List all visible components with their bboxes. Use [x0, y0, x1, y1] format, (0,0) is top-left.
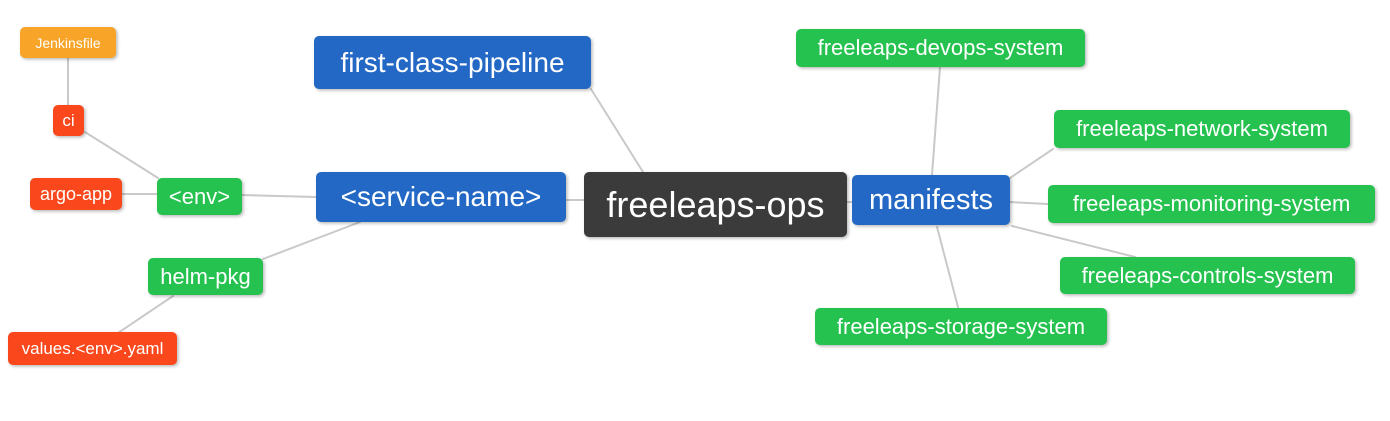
edge-helm-pkg-service-name: [262, 221, 361, 260]
node-storage-system[interactable]: freeleaps-storage-system: [815, 308, 1107, 345]
node-controls-system[interactable]: freeleaps-controls-system: [1060, 257, 1355, 294]
node-helm-pkg[interactable]: helm-pkg: [148, 258, 263, 295]
node-devops-system[interactable]: freeleaps-devops-system: [796, 29, 1085, 67]
node-argo-app[interactable]: argo-app: [30, 178, 122, 210]
edge-pipeline-root: [590, 88, 644, 173]
edge-ci-env: [84, 131, 159, 179]
edge-env-service-name: [241, 194, 317, 198]
node-ci[interactable]: ci: [53, 105, 84, 136]
node-jenkinsfile[interactable]: Jenkinsfile: [20, 27, 116, 58]
node-first-class-pipeline[interactable]: first-class-pipeline: [314, 36, 591, 89]
edge-manifests-controls: [1011, 225, 1136, 258]
edge-manifests-storage: [936, 226, 959, 308]
edge-manifests-monitoring: [1009, 201, 1049, 205]
node-network-system[interactable]: freeleaps-network-system: [1054, 110, 1350, 148]
node-service-name[interactable]: <service-name>: [316, 172, 566, 222]
node-manifests[interactable]: manifests: [852, 175, 1010, 225]
node-freeleaps-ops-root[interactable]: freeleaps-ops: [584, 172, 847, 237]
node-values-env-yaml[interactable]: values.<env>.yaml: [8, 332, 177, 365]
edge-values-yaml-helm-pkg: [117, 295, 174, 334]
edge-manifests-devops: [931, 66, 941, 176]
edge-manifests-network: [1009, 148, 1054, 179]
node-monitoring-system[interactable]: freeleaps-monitoring-system: [1048, 185, 1375, 223]
node-env[interactable]: <env>: [157, 178, 242, 215]
